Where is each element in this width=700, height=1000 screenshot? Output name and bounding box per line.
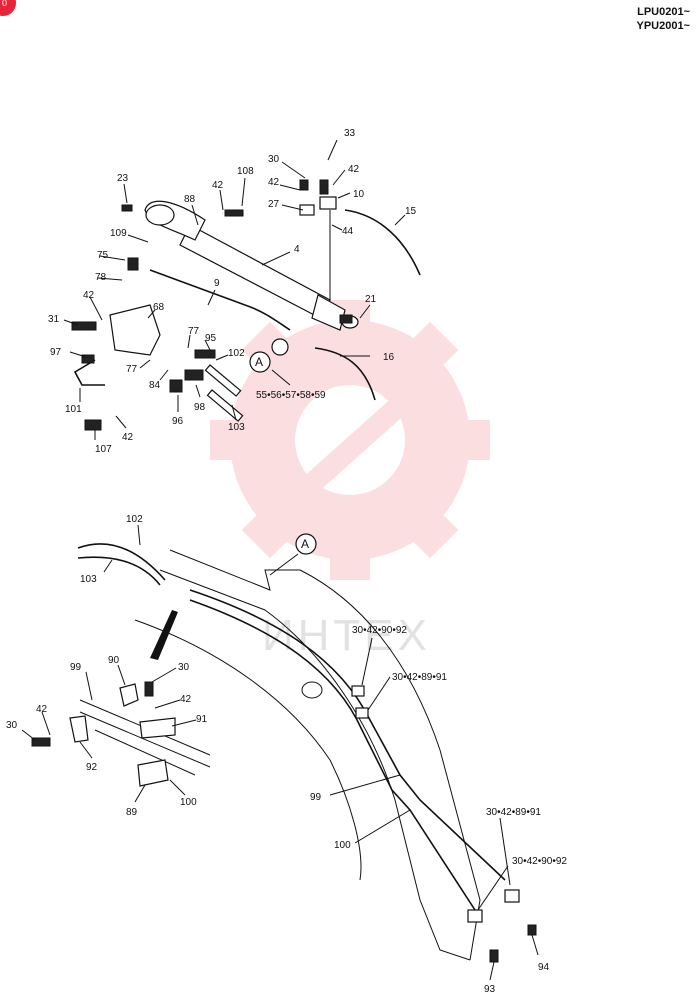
label-30: 30 <box>268 154 280 165</box>
label-44: 44 <box>342 226 354 237</box>
label-100: 100 <box>180 797 197 808</box>
label-89: 89 <box>126 807 138 818</box>
clamp-upper-1 <box>351 685 365 697</box>
label-42: 42 <box>268 177 280 188</box>
callout-a-upper <box>249 351 271 373</box>
label-95: 95 <box>205 333 217 344</box>
label-98: 98 <box>194 402 206 413</box>
label-75: 75 <box>97 250 109 261</box>
callout-a-upper-label: A <box>255 355 263 369</box>
valve-block-68 <box>109 304 161 356</box>
bolt-94 <box>527 924 537 936</box>
clamp-detail-inset <box>31 681 211 787</box>
label-42: 42 <box>180 694 192 705</box>
label-42: 42 <box>348 164 360 175</box>
label-109: 109 <box>110 228 127 239</box>
label-77: 77 <box>188 326 200 337</box>
label-94: 94 <box>538 962 550 973</box>
label-108: 108 <box>237 166 254 177</box>
label-31: 31 <box>48 314 60 325</box>
clamp-lower-1 <box>504 889 520 903</box>
callout-a-lower-label: A <box>301 537 309 551</box>
label-16: 16 <box>383 352 395 363</box>
detail-arrow <box>150 610 178 660</box>
watermark-gear-logo <box>210 300 490 580</box>
arm-cylinder <box>144 200 359 331</box>
label-42: 42 <box>122 432 134 443</box>
pipe-102-upper <box>204 364 242 397</box>
hose-103-lower <box>77 556 161 586</box>
clamp-upper-2 <box>355 707 369 719</box>
label-42: 42 <box>212 180 224 191</box>
fittings-group <box>71 179 353 431</box>
label-group-30-42-89-91: 30•42•89•91 <box>486 807 541 818</box>
label-102: 102 <box>126 514 143 525</box>
label-group-30-42-89-91: 30•42•89•91 <box>392 672 447 683</box>
label-15: 15 <box>405 206 417 217</box>
label-42: 42 <box>36 704 48 715</box>
label-30: 30 <box>178 662 190 673</box>
label-91: 91 <box>196 714 208 725</box>
label-77: 77 <box>126 364 138 375</box>
page-corner-badge-text: 0 <box>2 0 8 8</box>
clamp-lower-2 <box>467 909 483 923</box>
leader-lines-lower <box>21 524 539 981</box>
label-84: 84 <box>149 380 161 391</box>
label-4: 4 <box>294 244 300 255</box>
label-102: 102 <box>228 348 245 359</box>
label-90: 90 <box>108 655 120 666</box>
pipe-9 <box>149 269 291 331</box>
label-78: 78 <box>95 272 107 283</box>
label-100: 100 <box>334 840 351 851</box>
hose-16 <box>314 347 376 401</box>
page-corner-badge: 0 <box>0 0 16 16</box>
label-92: 92 <box>86 762 98 773</box>
callout-a-lower <box>295 533 317 555</box>
label-23: 23 <box>117 173 129 184</box>
leader-lines-upper <box>63 139 406 440</box>
label-10: 10 <box>353 189 365 200</box>
label-103: 103 <box>228 422 245 433</box>
label-103: 103 <box>80 574 97 585</box>
hose-102-lower <box>77 543 166 581</box>
label-107: 107 <box>95 444 112 455</box>
hose-15 <box>344 209 421 276</box>
label-27: 27 <box>268 199 280 210</box>
bolt-93 <box>489 949 499 963</box>
label-group-30-42-90-92: 30•42•90•92 <box>512 856 567 867</box>
label-93: 93 <box>484 984 496 995</box>
serial-range-1: LPU0201~ <box>637 6 690 18</box>
labels-upper: 33 30 42 42 10 27 44 15 108 42 23 88 109… <box>48 128 417 455</box>
serial-range-2: YPU2001~ <box>636 20 690 32</box>
label-97: 97 <box>50 347 62 358</box>
label-101: 101 <box>65 404 82 415</box>
label-42: 42 <box>83 290 95 301</box>
label-9: 9 <box>214 278 220 289</box>
label-33: 33 <box>344 128 356 139</box>
labels-lower: 102 103 99 90 30 42 91 30 42 92 89 100 3… <box>6 514 567 995</box>
label-99: 99 <box>310 792 322 803</box>
label-55-59: 55•56•57•58•59 <box>256 390 326 401</box>
pipe-100 <box>189 599 476 911</box>
pipe-99 <box>189 589 506 881</box>
label-group-30-42-90-92: 30•42•90•92 <box>352 625 407 636</box>
label-99: 99 <box>70 662 82 673</box>
label-96: 96 <box>172 416 184 427</box>
label-68: 68 <box>153 302 165 313</box>
label-88: 88 <box>184 194 196 205</box>
label-30: 30 <box>6 720 18 731</box>
label-21: 21 <box>365 294 377 305</box>
pipe-101 <box>73 359 105 386</box>
